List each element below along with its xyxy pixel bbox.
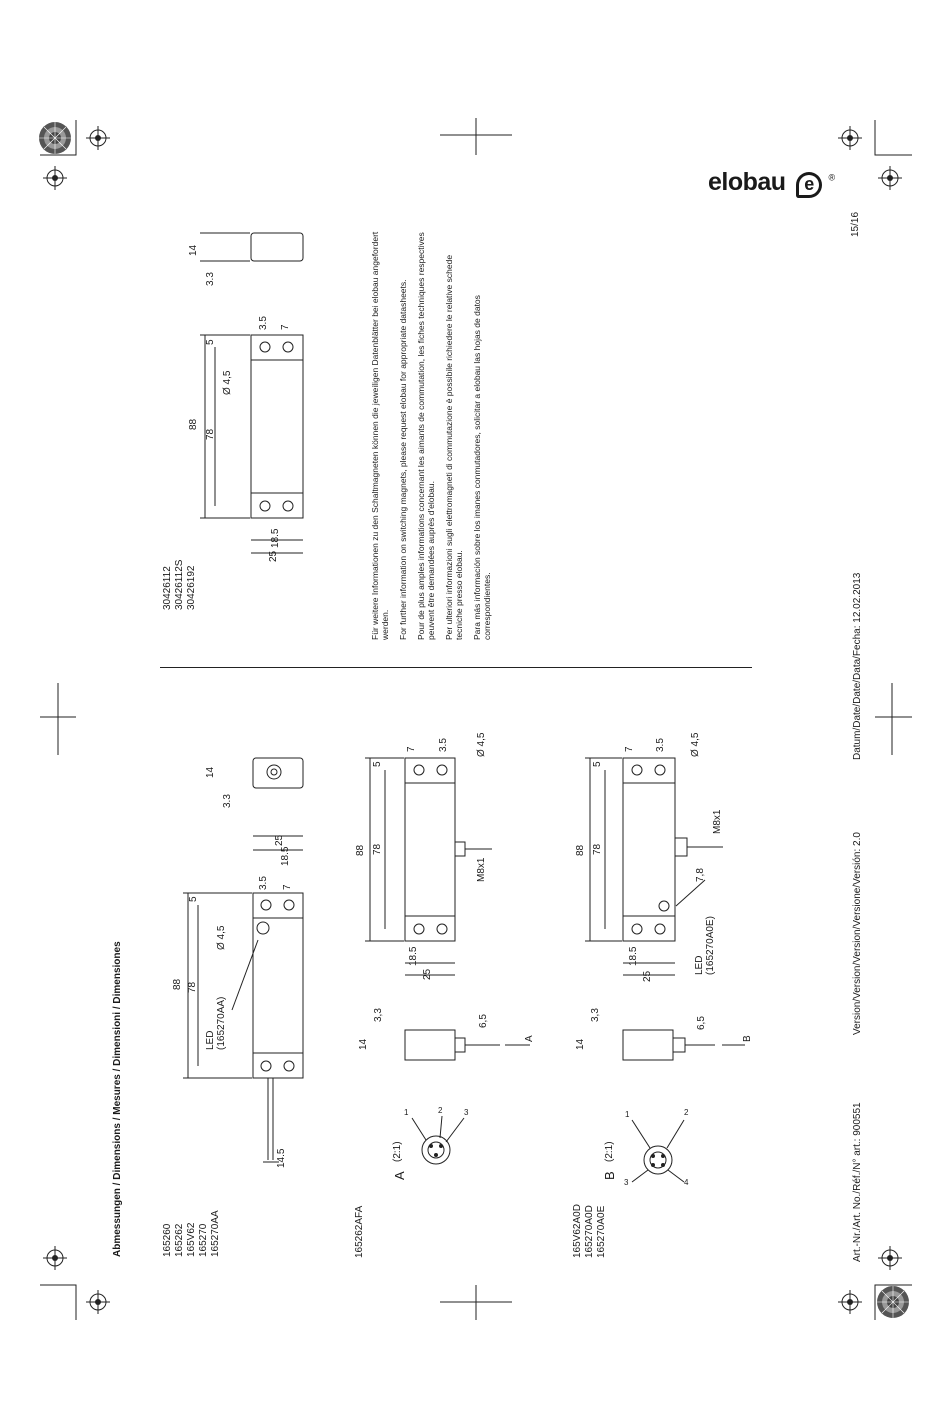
pin-b-3: 3 (624, 1178, 629, 1187)
pin-a-3: 3 (464, 1108, 469, 1117)
dim-7-d: 7 (624, 746, 635, 752)
registered-mark: ® (828, 172, 835, 183)
dim-18_5-d: 18.5 (628, 946, 639, 966)
brand-name: elobau (708, 168, 786, 196)
brand-mark-icon: e (796, 172, 823, 198)
dim-25-d: 25 (642, 970, 653, 982)
led-label-a0e: LED (165270A0E) (694, 916, 716, 975)
dim-3_3-d: 3,3 (590, 1008, 601, 1022)
dim-3_5-d: 3.5 (655, 738, 666, 752)
dim-14-d: 14 (575, 1038, 586, 1050)
section-b-label: B (742, 1035, 753, 1042)
dim-hole-d: Ø 4,5 (690, 732, 701, 757)
pin-b-1: 1 (625, 1110, 630, 1119)
section-divider (160, 667, 752, 668)
dim-7_8-d: 7,8 (695, 868, 706, 882)
dim-78-d: 78 (592, 843, 603, 855)
pin-a-1: 1 (404, 1108, 409, 1117)
pin-b-4: 4 (684, 1178, 689, 1187)
dim-88-d: 88 (575, 844, 586, 856)
pin-a-2: 2 (438, 1106, 443, 1115)
detail-b-scale: (2:1) (604, 1141, 615, 1162)
dim-6_5-d: 6,5 (696, 1016, 707, 1030)
dim-5-d: 5 (592, 761, 603, 767)
detail-b-label: B (602, 1171, 617, 1180)
pin-b-2: 2 (684, 1108, 689, 1117)
brand-logo: elobau e ® (708, 168, 835, 198)
dim-m8-d: M8x1 (712, 809, 723, 834)
